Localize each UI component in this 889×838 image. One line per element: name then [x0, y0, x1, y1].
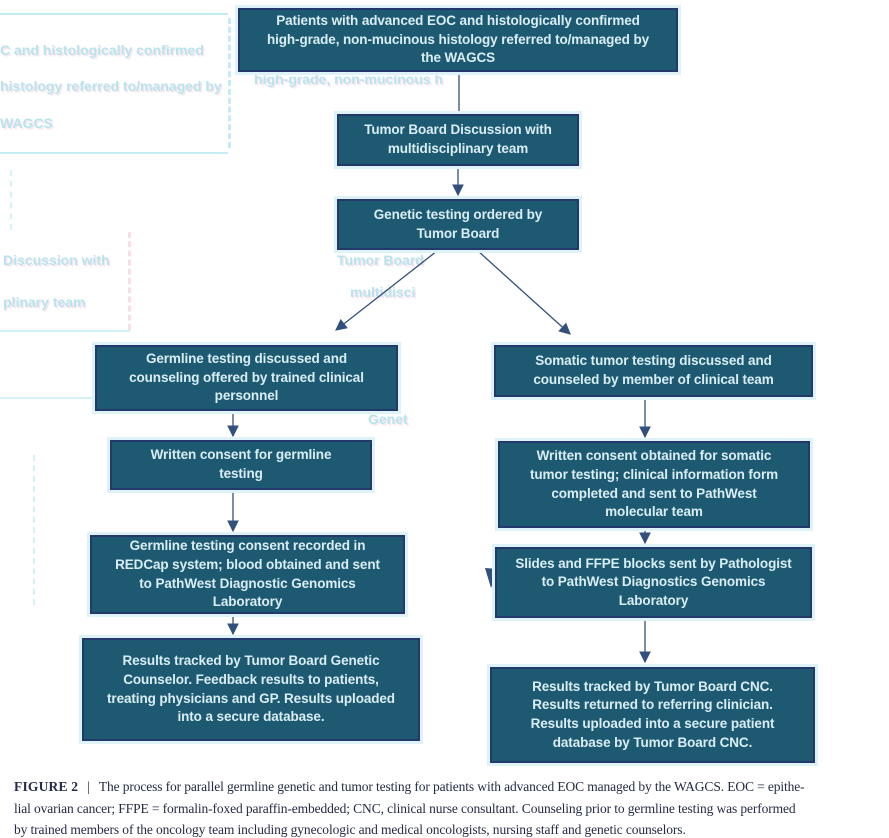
node-germline-recorded: Germline testing consent recorded in RED… — [90, 535, 405, 614]
node-somatic-discussed: Somatic tumor testing discussed and coun… — [494, 345, 813, 397]
node-patients-referred: Patients with advanced EOC and histologi… — [238, 8, 678, 72]
node-somatic-consent: Written consent obtained for somatic tum… — [498, 441, 810, 528]
scan-artifact-line — [0, 152, 228, 154]
scan-artifact-line — [0, 397, 145, 399]
ghost-artifact-text: Tumor Board — [337, 252, 424, 268]
caption-line-1: FIGURE 2 | The process for parallel germli… — [14, 776, 882, 798]
figure-label: FIGURE 2 — [14, 779, 79, 794]
scan-artifact-line — [10, 170, 12, 230]
figure-caption: FIGURE 2 | The process for parallel germli… — [14, 776, 882, 838]
node-tumor-board-discussion: Tumor Board Discussion with multidiscipl… — [337, 114, 579, 166]
caption-text-1: The process for parallel germline geneti… — [98, 779, 805, 794]
node-genetic-testing-ordered: Genetic testing ordered by Tumor Board — [337, 199, 579, 250]
scan-artifact-line — [0, 13, 228, 15]
ghost-artifact-text: C and histologically confirmed — [0, 42, 204, 58]
scan-artifact-line — [228, 18, 231, 148]
node-germline-discussed: Germline testing discussed and counselin… — [95, 345, 398, 411]
connector-genetic-germline — [335, 250, 438, 331]
ghost-artifact-text: Discussion with — [3, 252, 110, 268]
ghost-artifact-text: multidisci — [350, 284, 416, 300]
node-germline-consent: Written consent for germline testing — [110, 440, 372, 490]
ghost-artifact-text: histology referred to/managed by — [0, 78, 222, 94]
node-somatic-results: Results tracked by Tumor Board CNC. Resu… — [490, 667, 815, 763]
caption-line-3: by trained members of the oncology team … — [14, 822, 686, 837]
ghost-artifact-text: Genet — [368, 411, 408, 427]
caption-divider: | — [87, 779, 90, 794]
scan-artifact-line — [128, 232, 131, 330]
caption-line-2: lial ovarian cancer; FFPE = formalin-fox… — [14, 800, 796, 816]
ghost-artifact-text: WAGCS — [0, 115, 53, 131]
node-somatic-slides-sent: Slides and FFPE blocks sent by Pathologi… — [495, 547, 812, 618]
scan-artifact-line — [0, 330, 130, 332]
connector-genetic-somatic — [477, 250, 571, 335]
ghost-artifact-text: plinary team — [3, 294, 86, 310]
ghost-artifact-text: high-grade, non-mucinous h — [254, 71, 443, 87]
node-germline-results: Results tracked by Tumor Board Genetic C… — [82, 638, 420, 741]
scan-artifact-line — [33, 455, 35, 605]
